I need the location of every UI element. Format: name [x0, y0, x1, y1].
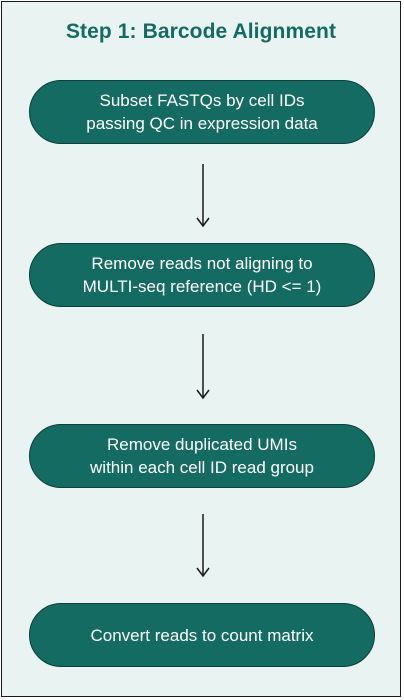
arrow-1	[196, 164, 210, 228]
arrow-2	[196, 334, 210, 400]
step-4-convert-to-count-matrix: Convert reads to count matrix	[29, 603, 375, 667]
diagram-title: Step 1: Barcode Alignment	[65, 20, 337, 43]
step-3-remove-duplicated-umis: Remove duplicated UMIs within each cell …	[29, 424, 375, 488]
arrow-3	[196, 514, 210, 578]
step-2-remove-unaligned-reads: Remove reads not aligning to MULTI-seq r…	[29, 243, 375, 307]
step-1-subset-fastqs: Subset FASTQs by cell IDs passing QC in …	[29, 80, 375, 144]
